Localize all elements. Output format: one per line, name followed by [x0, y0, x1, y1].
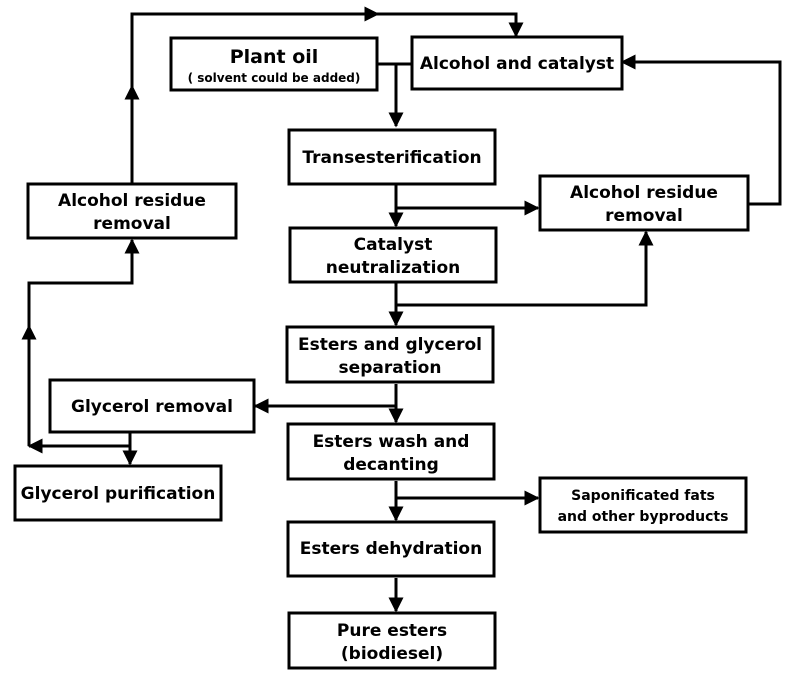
pure-esters-line1: Pure esters: [337, 621, 447, 641]
arrow-neutralization-to-right-removal: [396, 230, 654, 307]
node-saponificated: Saponificated fats and other byproducts: [538, 476, 748, 534]
pure-esters-line2: (biodiesel): [341, 644, 443, 664]
esters-wash-line2: decanting: [343, 455, 439, 475]
alcohol-residue-right-line2: removal: [605, 206, 683, 226]
alcohol-residue-left-line1: Alcohol residue: [58, 191, 206, 211]
node-esters-glycerol-separation: Esters and glycerol separation: [285, 325, 495, 384]
separation-line1: Esters and glycerol: [298, 335, 482, 355]
alcohol-residue-left-line2: removal: [93, 214, 171, 234]
saponificated-line1: Saponificated fats: [571, 488, 715, 504]
transesterification-label: Transesterification: [302, 148, 481, 168]
glycerol-removal-label: Glycerol removal: [71, 397, 233, 417]
node-transesterification: Transesterification: [287, 128, 497, 186]
connectors: [21, 6, 782, 613]
node-alcohol-catalyst: Alcohol and catalyst: [410, 35, 624, 91]
saponificated-line2: and other byproducts: [558, 509, 729, 525]
node-glycerol-removal: Glycerol removal: [48, 378, 256, 434]
arrow-left-up-to-alcohol-removal: [27, 238, 140, 446]
separation-line2: separation: [339, 358, 442, 378]
plant-oil-note: ( solvent could be added): [188, 71, 361, 85]
node-esters-dehydration: Esters dehydration: [286, 520, 496, 578]
glycerol-purification-label: Glycerol purification: [21, 484, 216, 504]
node-glycerol-purification: Glycerol purification: [13, 464, 223, 522]
node-catalyst-neutralization: Catalyst neutralization: [288, 226, 498, 284]
catalyst-neutralization-line2: neutralization: [326, 258, 460, 278]
plant-oil-title: Plant oil: [230, 46, 319, 68]
esters-wash-line1: Esters wash and: [313, 432, 470, 452]
esters-dehydration-label: Esters dehydration: [300, 539, 482, 559]
node-esters-wash: Esters wash and decanting: [286, 422, 496, 481]
catalyst-neutralization-line1: Catalyst: [354, 235, 433, 255]
arrow-right-removal-to-alcohol-catalyst: [620, 54, 782, 206]
alcohol-catalyst-label: Alcohol and catalyst: [420, 54, 614, 74]
node-alcohol-residue-left: Alcohol residue removal: [26, 182, 238, 240]
node-plant-oil: Plant oil ( solvent could be added): [169, 36, 379, 92]
node-pure-esters: Pure esters (biodiesel): [287, 611, 497, 670]
node-alcohol-residue-right: Alcohol residue removal: [538, 174, 750, 232]
alcohol-residue-right-line1: Alcohol residue: [570, 183, 718, 203]
